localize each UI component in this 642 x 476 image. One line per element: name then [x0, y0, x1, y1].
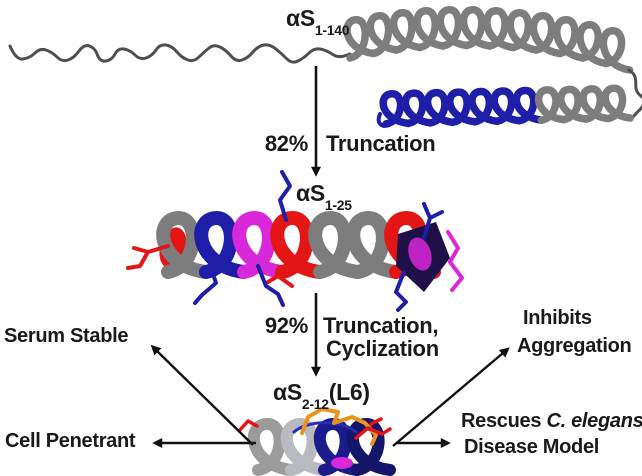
label-as-1-25-prefix: αS	[296, 180, 325, 206]
as1-25-helix-turn	[156, 211, 213, 279]
upper-gray-helix-turn	[576, 21, 611, 68]
label-as-1-25-sub: 1-25	[324, 196, 352, 213]
blue-side-chain-up	[278, 170, 292, 222]
c-terminal-connector-coil	[627, 68, 642, 118]
arrow-to-inhibits-aggregation	[392, 347, 510, 447]
magenta-side-chain-right	[446, 230, 464, 292]
red-side-chain-center	[266, 260, 294, 288]
step2-action-line1: Truncation,	[323, 313, 439, 338]
as1-25-helix-turn	[308, 211, 365, 279]
label-as-2-12-prefix: αS	[273, 379, 302, 405]
blue-side-chain-down-1	[193, 263, 218, 305]
as1-25-helix-turn	[270, 211, 327, 279]
lower-membrane-helix-turn	[401, 89, 435, 128]
outcome-inhibits-line2: Aggregation	[517, 335, 632, 357]
label-as-1-140-sub: 1-140	[314, 21, 350, 38]
step2-action-line2: Cyclization	[326, 336, 439, 361]
c-terminal-magenta-patch	[408, 237, 432, 271]
label-as-2-12-suffix: (L6)	[328, 379, 370, 405]
as1-25-helix-structure	[126, 170, 464, 312]
blue-side-chain-up-right	[422, 202, 444, 240]
blue-helix-end-cap	[376, 112, 386, 128]
upper-gray-helix-turn	[506, 9, 541, 54]
upper-gray-helix-turn	[553, 16, 587, 62]
upper-gray-helix-turn	[599, 27, 634, 74]
step1-action: Truncation	[326, 131, 436, 156]
outcome-rescues-line1: Rescues C. elegans	[461, 410, 642, 433]
red-side-chain-left	[126, 244, 170, 270]
as2-12-helix-turn	[247, 418, 297, 476]
outcome-rescues-organism: C. elegans	[546, 410, 642, 432]
as2-12-macrocycle-structure	[238, 407, 396, 476]
lower-membrane-helix-turn	[579, 85, 612, 123]
label-as-2-12-l6: αS2-12(L6)	[273, 379, 370, 411]
upper-gray-helix-turn	[343, 16, 378, 62]
outcome-rescues-prefix: Rescues	[461, 410, 547, 432]
outcome-cell-penetrant: Cell Penetrant	[5, 430, 136, 452]
label-as-1-25: αS1-25	[296, 180, 352, 212]
magenta-patch-bottom	[331, 457, 353, 469]
upper-gray-helix-turn	[529, 12, 564, 58]
as2-12-helix-turn	[280, 418, 330, 476]
outcome-serum-stable: Serum Stable	[4, 325, 129, 347]
lower-membrane-helix-turn	[535, 86, 568, 124]
lower-membrane-helix-turn	[424, 88, 457, 127]
full-length-alpha-synuclein-structure	[8, 6, 642, 128]
outcome-rescues-line2: Disease Model	[464, 436, 600, 458]
step1-percent: 82%	[264, 131, 308, 156]
upper-gray-helix-turn	[366, 12, 401, 58]
upper-gray-helix-turn	[483, 7, 517, 52]
upper-gray-helix-turn	[436, 6, 471, 50]
outcome-inhibits-line1: Inhibits	[523, 307, 592, 329]
lower-membrane-helix-turn	[512, 86, 546, 125]
lower-membrane-helix-turn	[379, 89, 412, 128]
disordered-n-terminal-coil	[8, 43, 352, 64]
lower-membrane-helix-turn	[601, 84, 634, 123]
as1-25-helix-turn	[232, 211, 289, 279]
lower-membrane-helix-turn	[468, 87, 501, 126]
label-as-1-140: αS1-140	[286, 5, 350, 37]
lower-membrane-helix-turn	[557, 85, 590, 124]
as1-25-helix-turn	[346, 211, 403, 279]
red-side-chain-small-left	[238, 419, 259, 432]
upper-gray-helix-turn	[413, 7, 447, 52]
arrow-to-serum-stable	[150, 344, 254, 446]
label-as-1-140-prefix: αS	[286, 5, 315, 31]
blue-side-chain-down-2	[256, 264, 285, 307]
flow-arrows	[150, 66, 510, 448]
lower-membrane-helix-turn	[490, 87, 523, 126]
blue-side-chain-down-3	[394, 270, 408, 312]
as1-25-helix-turn	[194, 211, 251, 279]
red-side-chain-small-right	[354, 417, 392, 440]
label-as-2-12-sub: 2-12	[301, 395, 329, 412]
upper-gray-helix-turn	[459, 6, 494, 50]
lower-membrane-helix-turn	[446, 88, 479, 127]
step2-percent: 92%	[264, 313, 308, 338]
upper-gray-helix-turn	[390, 9, 424, 54]
navy-top-edge	[292, 421, 358, 434]
